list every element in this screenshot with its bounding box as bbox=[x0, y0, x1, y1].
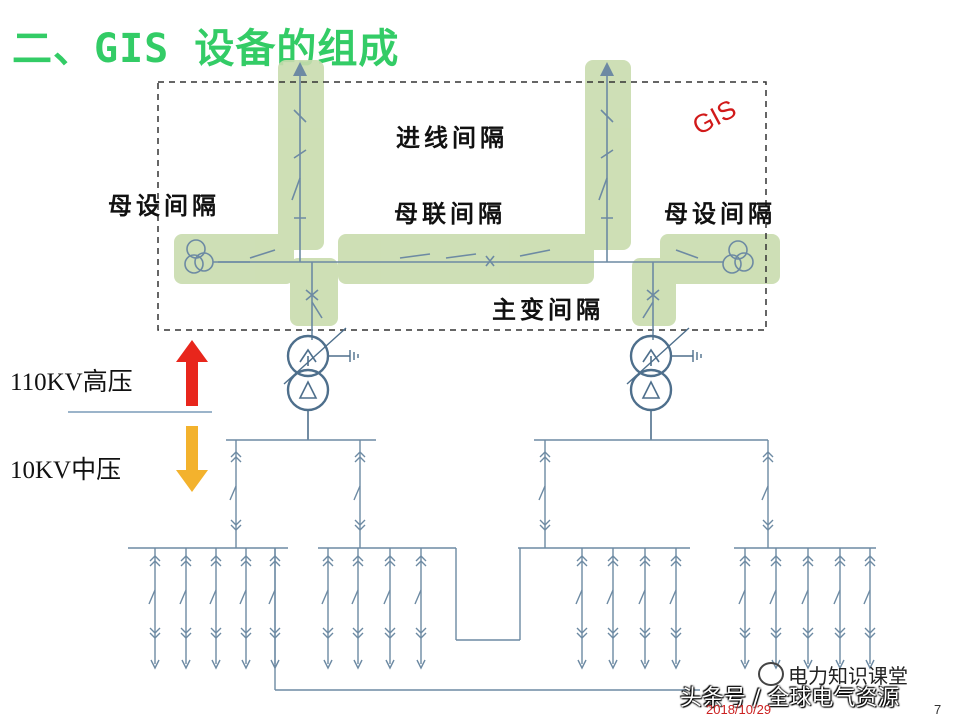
page-number: 7 bbox=[934, 702, 942, 717]
arrow-up-red bbox=[176, 340, 208, 406]
incoming-bay-right-highlight bbox=[585, 60, 631, 250]
transformer-bay-left-highlight bbox=[290, 258, 338, 326]
main-transformer-right bbox=[626, 327, 702, 440]
incoming-arrow-left bbox=[293, 62, 307, 76]
voltage-arrows bbox=[176, 340, 208, 492]
main-transformer-left bbox=[283, 327, 359, 440]
voltage-transformers bbox=[184, 239, 754, 274]
slide-title: 二、GIS 设备的组成 bbox=[12, 26, 400, 72]
vt-right bbox=[700, 240, 754, 274]
watermark-channel: 电力知识课堂 bbox=[788, 664, 908, 688]
watermark-chat-icon bbox=[758, 662, 784, 686]
vt-left bbox=[184, 239, 250, 274]
incoming-arrows bbox=[293, 62, 614, 76]
main-transformers bbox=[283, 327, 702, 440]
label-bus-tie-bay: 母联间隔 bbox=[394, 199, 506, 228]
medium-voltage-switchgear bbox=[128, 439, 876, 691]
incoming-arrow-right bbox=[600, 62, 614, 76]
label-bus-bay-left: 母设间隔 bbox=[108, 191, 220, 220]
label-medium-voltage: 10KV中压 bbox=[10, 457, 122, 484]
transformer-bay-right-highlight bbox=[632, 258, 676, 326]
bus-bay-right-highlight bbox=[660, 234, 780, 284]
watermark-source: 头条号 / 全球电气资源 bbox=[680, 686, 900, 711]
label-bus-bay-right: 母设间隔 bbox=[664, 199, 776, 228]
slide-date: 2018/10/29 bbox=[706, 702, 772, 717]
label-high-voltage: 110KV高压 bbox=[10, 369, 133, 396]
incoming-bay-left-highlight bbox=[278, 60, 324, 250]
label-transformer-bay: 主变间隔 bbox=[492, 295, 604, 324]
label-incoming-bay: 进线间隔 bbox=[396, 123, 508, 152]
gis-boundary bbox=[157, 81, 767, 331]
wiring bbox=[218, 72, 700, 340]
arrow-down-orange bbox=[176, 426, 208, 492]
bay-highlights bbox=[174, 60, 780, 326]
bus-tie-bay-highlight bbox=[338, 234, 594, 284]
